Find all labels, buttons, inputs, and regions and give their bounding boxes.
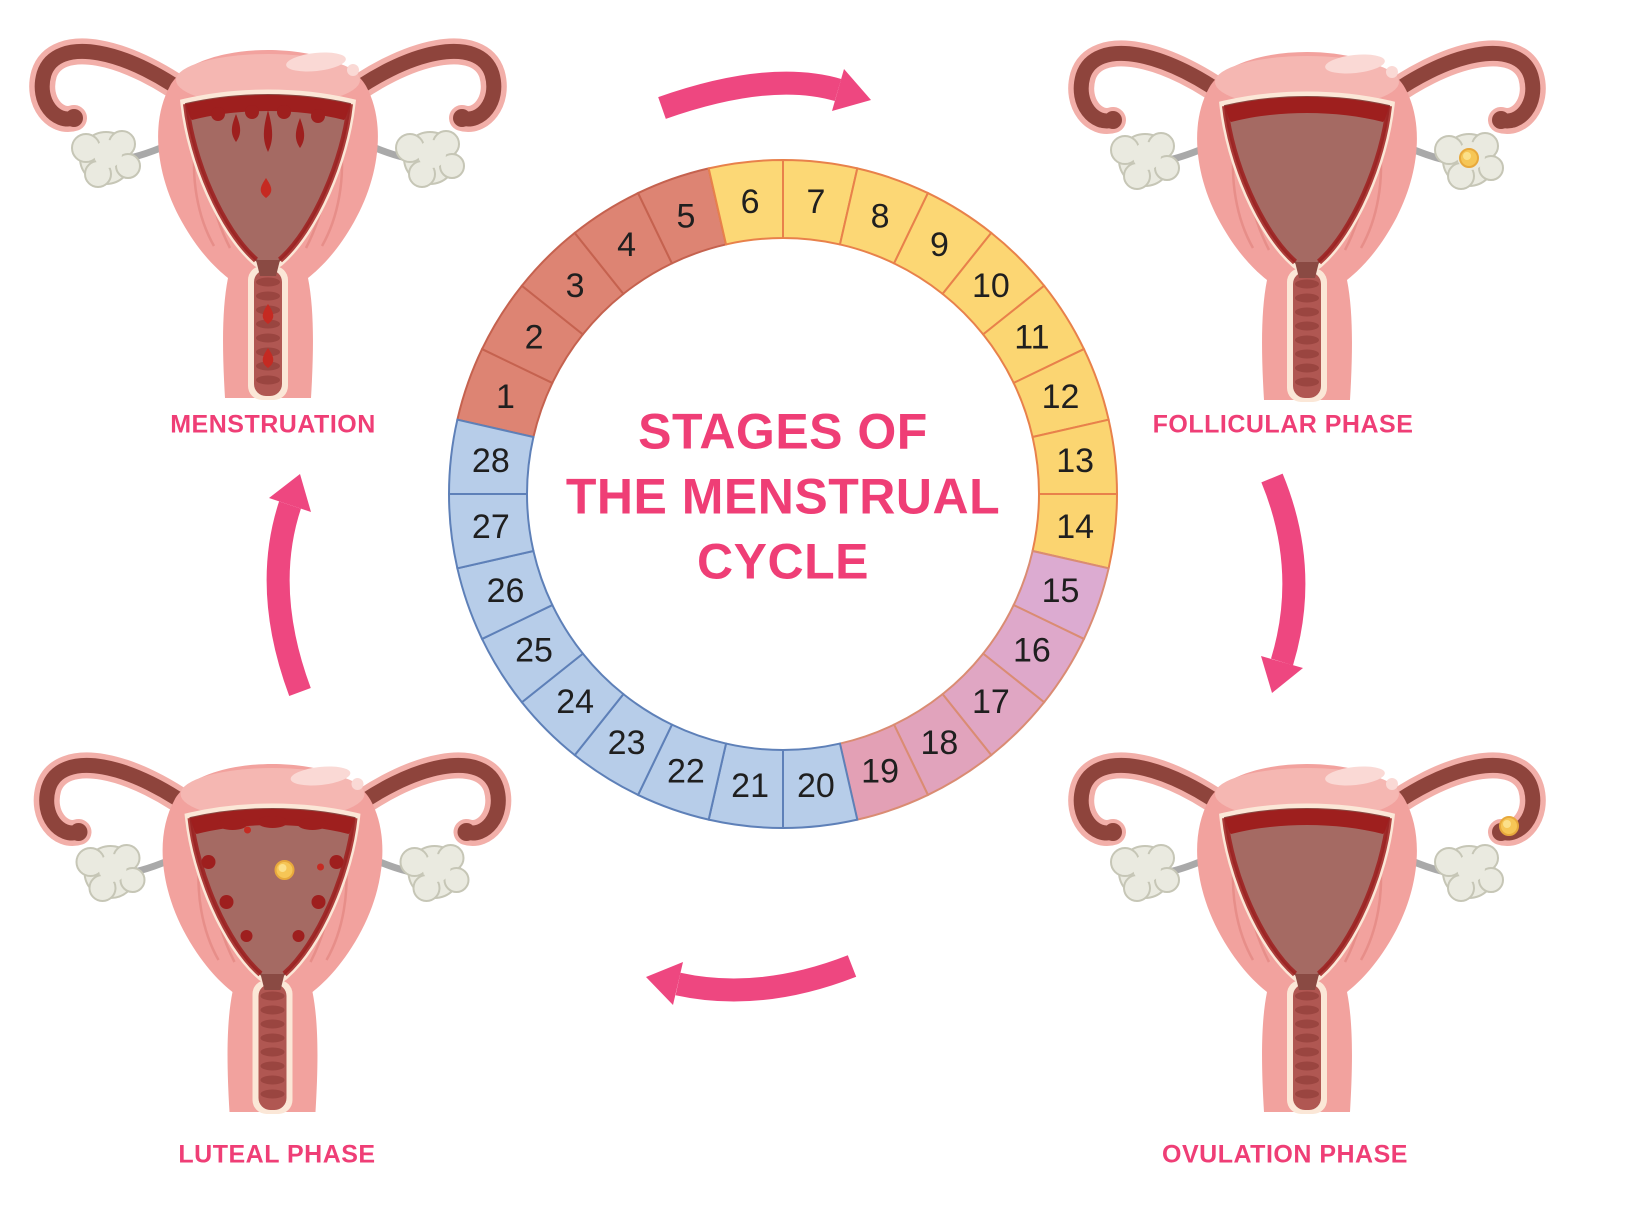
cervical-canal: [1287, 974, 1327, 1114]
day-number-28: 28: [472, 442, 510, 480]
endometrium-lining: [1225, 97, 1389, 122]
day-number-4: 4: [617, 226, 636, 264]
day-number-9: 9: [930, 226, 949, 264]
ovary: [1110, 844, 1180, 902]
cycle-arrow-top: [658, 69, 871, 119]
day-number-14: 14: [1056, 508, 1094, 546]
ovary: [75, 844, 146, 902]
arrowhead-icon: [832, 69, 871, 111]
day-number-19: 19: [861, 753, 899, 791]
day-number-27: 27: [472, 508, 510, 546]
fallopian-tube-left: [33, 752, 218, 846]
day-number-16: 16: [1013, 631, 1051, 669]
day-segment-28: [447, 418, 535, 495]
fundus-shine: [290, 766, 351, 786]
uterus-illustration-menstruation: [18, 8, 518, 408]
fundus-shine: [1325, 766, 1385, 786]
endometrium-lining: [186, 95, 350, 120]
day-number-11: 11: [1014, 319, 1049, 357]
fallopian-tube-right: [1362, 752, 1546, 846]
ovary: [1434, 844, 1504, 902]
thickened-endometrium: [201, 816, 344, 942]
uterus-diagram: [29, 38, 507, 400]
cervical-canal: [248, 260, 288, 400]
cycle-arrow-right: [1261, 473, 1306, 693]
day-number-20: 20: [797, 767, 835, 805]
uterine-cavity: [1219, 803, 1395, 984]
day-number-2: 2: [525, 319, 544, 357]
day-number-13: 13: [1056, 442, 1094, 480]
uterine-cavity: [180, 89, 356, 270]
title-line-3: CYCLE: [697, 533, 869, 590]
day-number-24: 24: [556, 683, 594, 721]
arrowhead-icon: [269, 474, 311, 512]
day-number-25: 25: [515, 631, 553, 669]
cervical-canal: [1287, 262, 1327, 402]
day-number-12: 12: [1042, 378, 1080, 416]
uterine-cavity: [1219, 91, 1395, 272]
egg-cell-icon: [274, 860, 295, 880]
title-line-2: THE MENSTRUAL: [565, 468, 1001, 525]
day-number-5: 5: [676, 198, 695, 236]
day-number-17: 17: [972, 683, 1010, 721]
title-line-1: STAGES OF: [638, 403, 928, 460]
ovary: [399, 844, 470, 902]
uterus-illustration-luteal-phase: [20, 722, 525, 1122]
label-menstruation: MENSTRUATION: [170, 410, 376, 439]
egg-cell-icon: [1459, 148, 1479, 168]
egg-cell-icon: [1499, 816, 1519, 836]
ovary: [1110, 132, 1180, 190]
ovary: [395, 130, 465, 188]
arrowhead-icon: [646, 962, 683, 1005]
day-number-15: 15: [1042, 572, 1080, 610]
fallopian-tube-left: [1068, 40, 1252, 134]
day-number-1: 1: [496, 378, 515, 416]
day-number-7: 7: [806, 183, 825, 221]
uterine-cavity: [184, 803, 361, 984]
uterus-illustration-follicular-phase: [1052, 10, 1562, 410]
day-number-6: 6: [741, 183, 760, 221]
day-number-8: 8: [871, 198, 890, 236]
day-number-18: 18: [921, 724, 959, 762]
uterus-illustration-ovulation-phase: [1052, 722, 1562, 1122]
label-follicular-phase: FOLLICULAR PHASE: [1152, 410, 1414, 439]
fundus-shine: [286, 52, 346, 72]
label-ovulation-phase: OVULATION PHASE: [1162, 1140, 1408, 1169]
day-number-26: 26: [487, 572, 525, 610]
day-number-23: 23: [608, 724, 646, 762]
ovary: [1434, 132, 1504, 190]
arrowhead-icon: [1261, 656, 1303, 693]
day-number-22: 22: [667, 753, 705, 791]
fundus-shine: [1325, 54, 1385, 74]
wheel-center-title: STAGES OF THE MENSTRUAL CYCLE: [566, 400, 1000, 595]
uterus-diagram: [33, 752, 512, 1114]
cycle-arrow-bottom: [646, 955, 857, 1005]
label-luteal-phase: LUTEAL PHASE: [178, 1140, 376, 1169]
fallopian-tube-right: [1362, 40, 1546, 134]
ovary: [71, 130, 141, 188]
uterus-diagram: [1068, 752, 1546, 1114]
fallopian-tube-left: [29, 38, 213, 132]
fallopian-tube-left: [1068, 752, 1252, 846]
cervical-canal: [252, 974, 293, 1114]
menstrual-blood: [211, 105, 325, 368]
fallopian-tube-right: [327, 752, 512, 846]
uterus-diagram: [1068, 40, 1546, 402]
day-number-21: 21: [731, 767, 769, 805]
endometrium-lining: [1225, 809, 1389, 834]
day-number-10: 10: [972, 267, 1010, 305]
cycle-arrow-left: [266, 474, 311, 697]
day-number-3: 3: [566, 267, 585, 305]
fallopian-tube-right: [323, 38, 507, 132]
